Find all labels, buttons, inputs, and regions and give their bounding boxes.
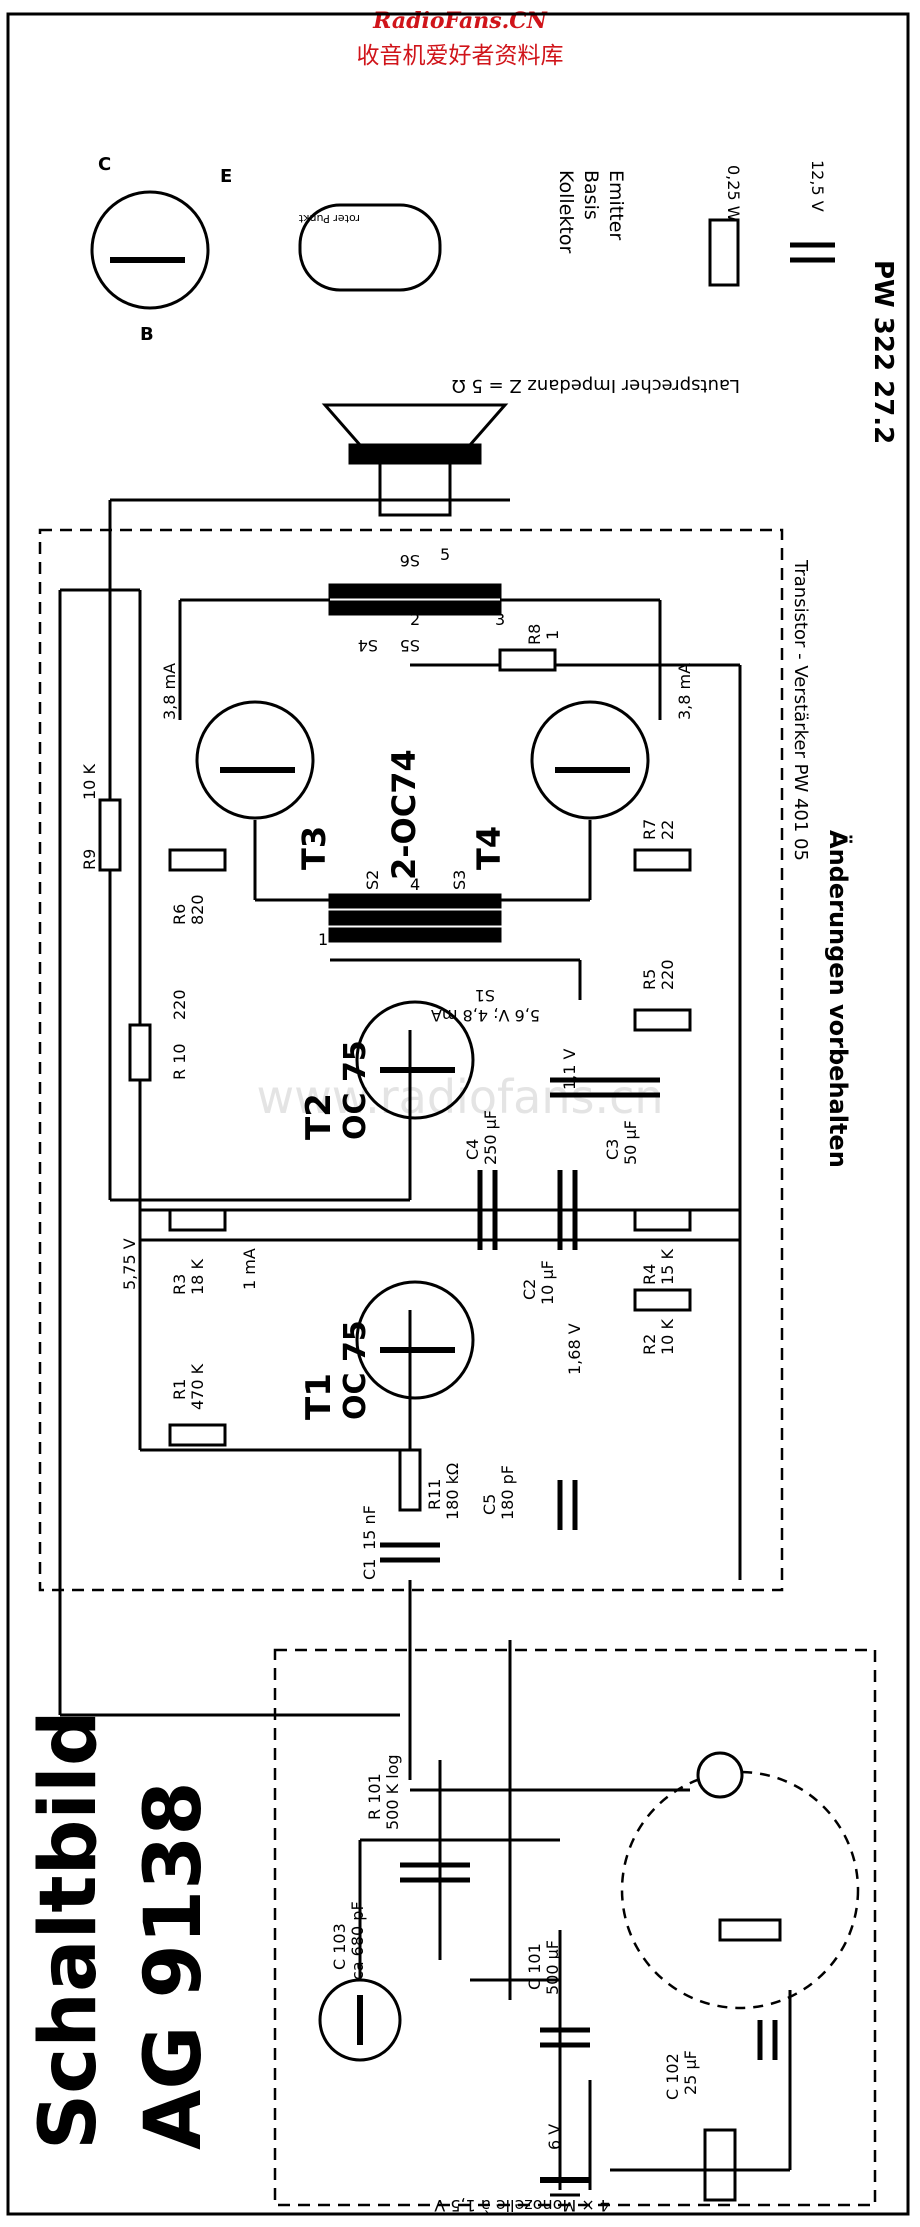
r7-value: 22 [658, 820, 677, 840]
r9-value: 10 K [80, 764, 99, 800]
meas-i3ma-b: 3,8 mA [675, 663, 694, 720]
t4-name: T4 [470, 826, 508, 870]
c102-label: C 102 [663, 2053, 682, 2100]
battery-note: 4 × Monozelle à 1,5 V [434, 2196, 610, 2215]
c5-label: C5 [480, 1494, 499, 1515]
r9-label: R9 [80, 849, 99, 870]
watermark: RadioFans.CN 收音机爱好者资料库 [0, 8, 920, 70]
r4-value: 15 K [658, 1249, 677, 1285]
legend-pin-c: C [98, 154, 111, 175]
transformer-s6: S6 [400, 551, 420, 570]
r8-value: 1 [543, 630, 562, 640]
r6-value: 820 [188, 894, 207, 925]
r3-label: R3 [170, 1274, 189, 1295]
title-line1: Schaltbild [24, 1710, 114, 2150]
r2-value: 10 K [658, 1319, 677, 1355]
r1-label: R1 [170, 1379, 189, 1400]
meas-v11: 1,1 V [560, 1048, 579, 1090]
battery-voltage: 6 V [545, 2124, 564, 2150]
c101-value: 500 µF [543, 1940, 562, 1995]
r2-label: R2 [640, 1334, 659, 1355]
r11-label: R11 [425, 1479, 444, 1510]
t1-name: T1 [299, 1373, 339, 1420]
speaker-label: Lautsprecher Impedanz Z = 5 Ω [452, 375, 740, 396]
meas-t2op: 5,6 V; 4,8 mA [431, 1006, 540, 1025]
watermark-subtitle: 收音机爱好者资料库 [356, 43, 564, 69]
c103-value: ca 680 pF [348, 1901, 367, 1980]
pin-3: 3 [495, 610, 505, 629]
c1-value: 15 nF [360, 1505, 379, 1550]
legend-pin-e: E [220, 166, 232, 187]
r7-label: R7 [640, 819, 659, 840]
c3-value: 50 µF [621, 1120, 640, 1165]
r4-label: R4 [640, 1264, 659, 1285]
c101-label: C 101 [525, 1943, 544, 1990]
transformer-s3: S3 [450, 870, 469, 890]
watermark-site: RadioFans.CN [373, 8, 547, 34]
r101-label: R 101 [365, 1773, 384, 1820]
legend-basis: Basis [580, 170, 602, 220]
meas-i3ma-a: 3,8 mA [160, 663, 179, 720]
meas-v168: 1,68 V [565, 1323, 584, 1375]
pin-5: 5 [440, 545, 450, 564]
c5-value: 180 pF [498, 1465, 517, 1520]
title-line2: AG 9138 [129, 1781, 219, 2150]
legend-red-dot: roter Punkt [298, 212, 360, 225]
r3-value: 18 K [188, 1259, 207, 1295]
legend-resistor-rating: 0,25 W [724, 165, 743, 222]
transformer-s1: S1 [475, 986, 495, 1005]
doc-number: PW 322 27.2 [868, 260, 898, 444]
c2-label: C2 [520, 1279, 539, 1300]
c4-label: C4 [463, 1139, 482, 1160]
t1-type: OC 75 [338, 1320, 373, 1420]
changes-note: Änderungen vorbehalten [824, 830, 853, 1168]
r10-label: R 10 [170, 1043, 189, 1080]
pair-type: 2-OC74 [385, 749, 423, 880]
r8-label: R8 [525, 624, 544, 645]
c102-value: 25 µF [681, 2050, 700, 2095]
pin-4: 4 [410, 875, 420, 894]
t3-name: T3 [295, 826, 333, 870]
c2-value: 10 µF [538, 1260, 557, 1305]
r101-value: 500 K log [383, 1754, 402, 1830]
meas-v575: 5,75 V [120, 1238, 139, 1290]
amplifier-label: Transistor - Verstärker PW 401 05 [790, 559, 811, 861]
r5-value: 220 [658, 959, 677, 990]
legend-emitter: Emitter [605, 170, 627, 240]
legend-pin-b: B [140, 324, 154, 345]
c4-value: 250 µF [481, 1110, 500, 1165]
legend-kollektor: Kollektor [555, 170, 577, 253]
t2-type: OC 75 [338, 1040, 373, 1140]
pin-2: 2 [410, 610, 420, 629]
pin-1: 1 [318, 930, 328, 949]
r11-value: 180 kΩ [443, 1463, 462, 1520]
c103-label: C 103 [330, 1923, 349, 1970]
c3-label: C3 [603, 1139, 622, 1160]
meas-i1ma: 1 mA [240, 1248, 259, 1290]
t2-name: T2 [299, 1093, 339, 1140]
r5-label: R5 [640, 969, 659, 990]
transformer-s4: S4 [358, 636, 378, 655]
r10-value: 220 [170, 989, 189, 1020]
transformer-s2: S2 [363, 870, 382, 890]
c1-label: C1 [360, 1559, 379, 1580]
r6-label: R6 [170, 904, 189, 925]
r1-value: 470 K [188, 1363, 207, 1410]
legend-capacitor-rating: 12,5 V [808, 160, 827, 212]
transformer-s5: S5 [400, 636, 420, 655]
